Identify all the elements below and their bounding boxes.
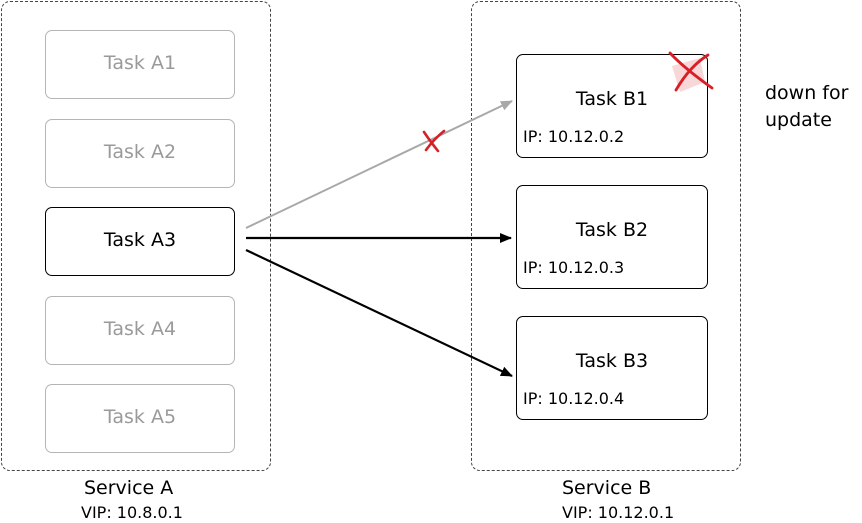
- task-a2-box: Task A2: [45, 119, 235, 188]
- task-b1-box: Task B1 IP: 10.12.0.2: [516, 54, 708, 158]
- task-b3-ip: IP: 10.12.0.4: [523, 389, 625, 408]
- task-a5-label: Task A5: [103, 406, 177, 428]
- task-b3-box: Task B3 IP: 10.12.0.4: [516, 316, 708, 420]
- task-b3-label: Task B3: [575, 350, 649, 372]
- task-a4-box: Task A4: [45, 296, 235, 365]
- task-a1-box: Task A1: [45, 30, 235, 99]
- task-a2-label: Task A2: [103, 141, 177, 163]
- blocked-connection-x-icon: [422, 129, 446, 153]
- task-b2-label: Task B2: [575, 219, 649, 241]
- task-a1-label: Task A1: [103, 52, 177, 74]
- task-b1-label: Task B1: [575, 88, 649, 110]
- service-a-container: [1, 1, 271, 471]
- service-b-container: [471, 1, 741, 471]
- service-a-vip: VIP: 10.8.0.1: [81, 503, 183, 522]
- task-a5-box: Task A5: [45, 384, 235, 453]
- task-b2-box: Task B2 IP: 10.12.0.3: [516, 185, 708, 289]
- task-a3-label: Task A3: [103, 229, 177, 251]
- service-b-vip: VIP: 10.12.0.1: [562, 503, 675, 522]
- service-a-label: Service A: [84, 477, 174, 499]
- task-a4-label: Task A4: [103, 318, 177, 340]
- service-b-label: Service B: [562, 477, 652, 499]
- task-b1-ip: IP: 10.12.0.2: [523, 127, 625, 146]
- down-for-update-note: down for update: [765, 82, 849, 131]
- task-b2-ip: IP: 10.12.0.3: [523, 258, 625, 277]
- task-a3-box: Task A3: [45, 207, 235, 276]
